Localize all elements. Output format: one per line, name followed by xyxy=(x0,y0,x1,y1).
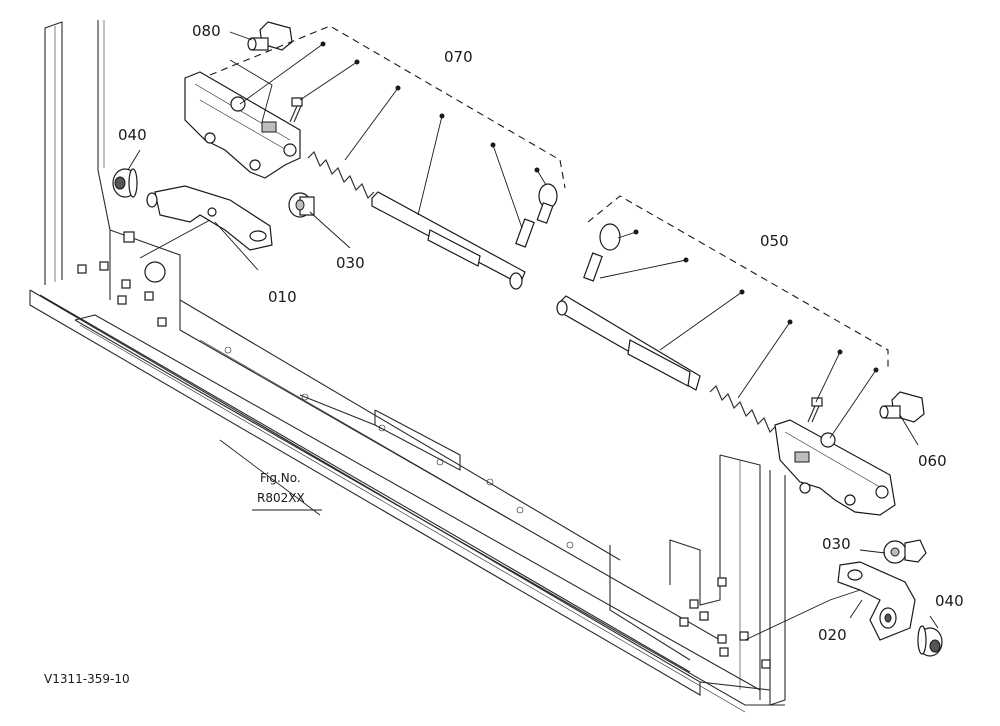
rod-top xyxy=(371,191,526,290)
collar-040-top xyxy=(112,168,138,198)
screw-right xyxy=(807,397,823,423)
leader-dots xyxy=(320,41,879,373)
bracket-050 xyxy=(774,419,896,516)
callout-010: 010 xyxy=(268,288,297,306)
callout-030-bottom: 030 xyxy=(822,535,851,553)
callout-080: 080 xyxy=(192,22,221,40)
callout-040-top: 040 xyxy=(118,126,147,144)
lever-020 xyxy=(837,561,916,641)
callout-020: 020 xyxy=(818,626,847,644)
main-frame xyxy=(29,20,786,713)
pin-right xyxy=(583,223,621,282)
fig-ref-line1: Fig.No. xyxy=(260,471,301,485)
bolt-080 xyxy=(247,21,293,51)
bracket-070 xyxy=(184,71,301,179)
bolt-060 xyxy=(879,391,925,423)
lever-010 xyxy=(146,185,273,251)
drawing-code: V1311-359-10 xyxy=(44,672,130,686)
rod-right xyxy=(556,295,701,391)
pin-top xyxy=(515,183,558,248)
callout-050: 050 xyxy=(760,232,789,250)
group-outline-050 xyxy=(587,195,889,370)
group-outline-070 xyxy=(209,25,566,189)
callout-060: 060 xyxy=(918,452,947,470)
screw-top xyxy=(289,97,303,123)
bolt-030-top xyxy=(288,192,315,218)
callout-040-bottom: 040 xyxy=(935,592,964,610)
fig-ref-line2: R802XX xyxy=(257,491,305,505)
figure-reference: Fig.No. R802XX xyxy=(252,471,322,511)
spring-top xyxy=(307,151,375,199)
spring-right xyxy=(709,385,777,433)
collar-040-bottom xyxy=(917,625,943,657)
bolt-030-bottom xyxy=(883,539,927,564)
callout-070: 070 xyxy=(444,48,473,66)
callout-030-top: 030 xyxy=(336,254,365,272)
